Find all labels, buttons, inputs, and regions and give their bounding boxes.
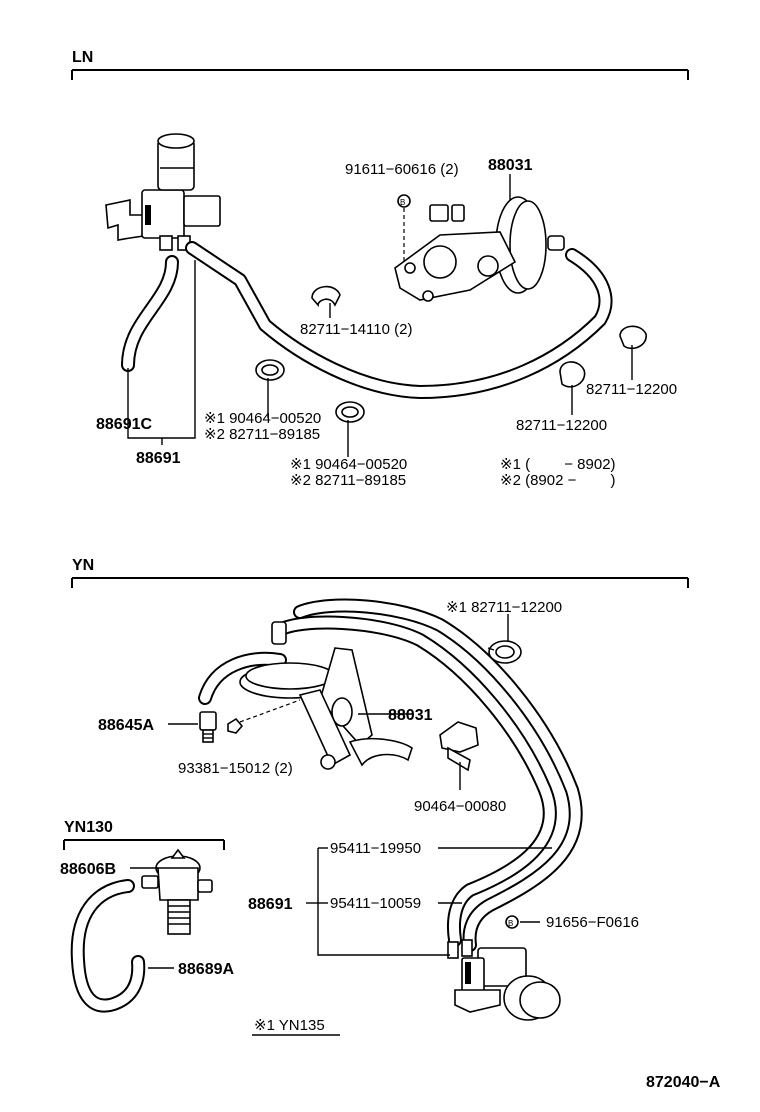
label-88606b: 88606B [60,861,116,878]
actuator-88031-yn [239,621,413,770]
label-90464-00080: 90464−00080 [414,798,506,815]
label-91611-60616: 91611−60616 (2) [345,161,459,178]
label-88691-ln: 88691 [136,450,181,467]
label-88031-ln: 88031 [488,157,533,174]
label-88645a: 88645A [98,717,154,734]
label-82711-12200-a: 82711−12200 [516,417,607,434]
clip-82711-12200-a-icon [559,361,586,388]
leaders-ln [127,174,633,457]
hose-short-yn [198,651,287,705]
label-82711-14110: 82711−14110 (2) [300,321,412,338]
bolt-91611-icon: B [397,194,411,262]
label-clamp-a2: ※2 82711−89185 [204,426,320,443]
label-88689a: 88689A [178,961,234,978]
label-93381-15012: 93381−15012 (2) [178,760,293,777]
label-82711-12200-yn: ※1 82711−12200 [446,599,562,616]
section-yn-title: YN [72,557,94,574]
label-note1: ※1 ( − 8902) [500,456,616,473]
clip-82711-12200-yn-icon [487,640,522,664]
hoses-long-yn [273,598,583,952]
bolt-91656-icon: B [505,915,519,929]
label-88031-yn: 88031 [388,707,433,724]
section-yn: YN [60,557,689,1036]
yn130-group: YN130 [60,819,234,1013]
hose-88691c [121,255,179,372]
section-yn130-title: YN130 [64,819,113,836]
fitting-88645a-icon [199,711,217,743]
vsv-valve-yn [447,939,561,1021]
label-88691c: 88691C [96,416,152,433]
clip-82711-14110-icon [311,285,341,308]
hose-88689a [70,879,146,1013]
nut-93381-icon [227,699,301,734]
label-95411-19950: 95411−19950 [330,840,421,857]
hose-long-ln [185,241,613,399]
clamp-90464-a-icon [255,359,285,381]
label-88691-yn: 88691 [248,896,293,913]
section-ln-title: LN [72,49,93,66]
label-clamp-b1: ※1 90464−00520 [290,456,407,473]
label-91656-f0616: 91656−F0616 [546,914,639,931]
actuator-88031-ln [394,196,565,302]
label-yn135-note: ※1 YN135 [254,1017,325,1034]
label-clamp-b2: ※2 82711−89185 [290,472,406,489]
section-ln: LN [71,49,689,489]
clamp-90464-00080-icon [439,721,479,772]
clip-82711-12200-b-icon [619,325,647,350]
leaders-yn [168,614,552,1036]
figure-code: 872040−A [646,1074,721,1091]
svg-text:B: B [400,198,405,207]
label-95411-10059: 95411−10059 [330,895,421,912]
vsv-valve-ln [105,133,221,251]
label-clamp-a1: ※1 90464−00520 [204,410,321,427]
thermo-valve-88606b-icon [141,848,213,935]
label-note2: ※2 (8902 − ) [500,472,616,489]
label-82711-12200-b: 82711−12200 [586,381,677,398]
svg-text:B: B [508,919,513,928]
clamp-90464-b-icon [335,401,365,423]
